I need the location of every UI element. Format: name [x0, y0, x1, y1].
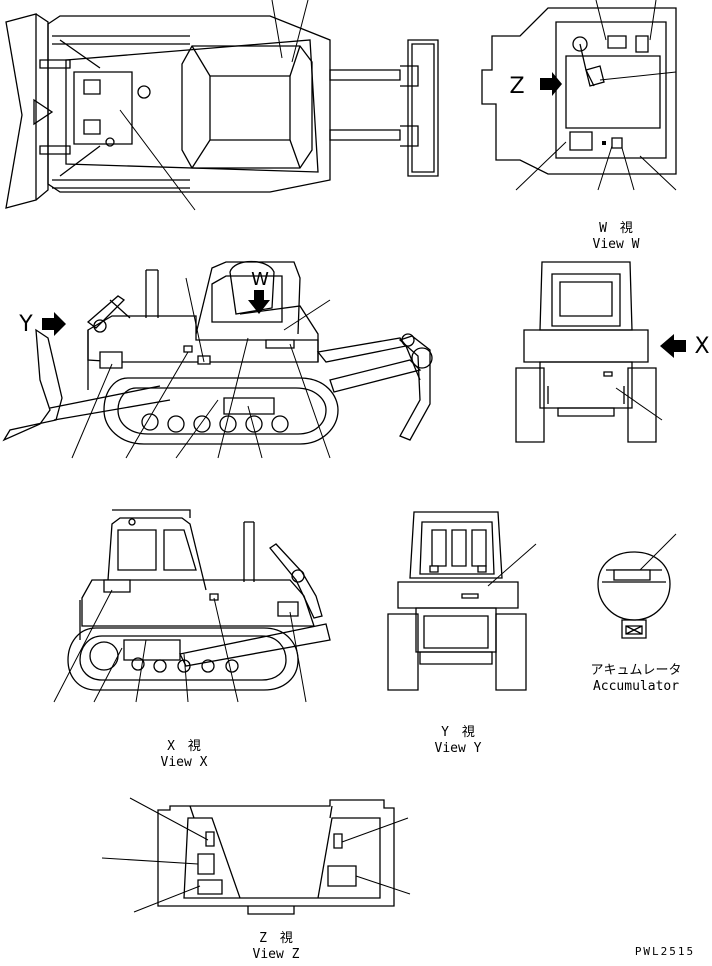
top-view-drawing — [6, 0, 438, 210]
accumulator-drawing — [598, 534, 676, 638]
marker-w: W — [251, 269, 269, 290]
view-x-title-jp: X 視 — [167, 739, 201, 754]
view-x-side-drawing — [54, 510, 330, 702]
view-z-title-en: View Z — [252, 947, 300, 962]
view-w-title-en: View W — [592, 237, 640, 252]
marker-x: X — [694, 334, 710, 359]
marker-y: Y — [19, 312, 33, 337]
side-view-drawing — [4, 262, 432, 459]
view-y-title-en: View Y — [434, 741, 482, 756]
view-y-title-jp: Y 視 — [441, 725, 475, 740]
view-z-drawing — [102, 798, 410, 914]
drawing-number: PWL2515 — [634, 945, 696, 958]
accumulator-title-jp: アキュムレータ — [590, 663, 682, 678]
marker-z: Z — [509, 74, 525, 99]
view-x-title-en: View X — [160, 755, 208, 770]
view-w-drawing — [482, 0, 676, 190]
view-z-title-jp: Z 視 — [259, 931, 293, 946]
view-y-drawing — [388, 512, 536, 690]
accumulator-title-en: Accumulator — [592, 679, 680, 694]
view-x-drawing — [516, 262, 686, 442]
view-w-title-jp: W 視 — [599, 221, 633, 236]
